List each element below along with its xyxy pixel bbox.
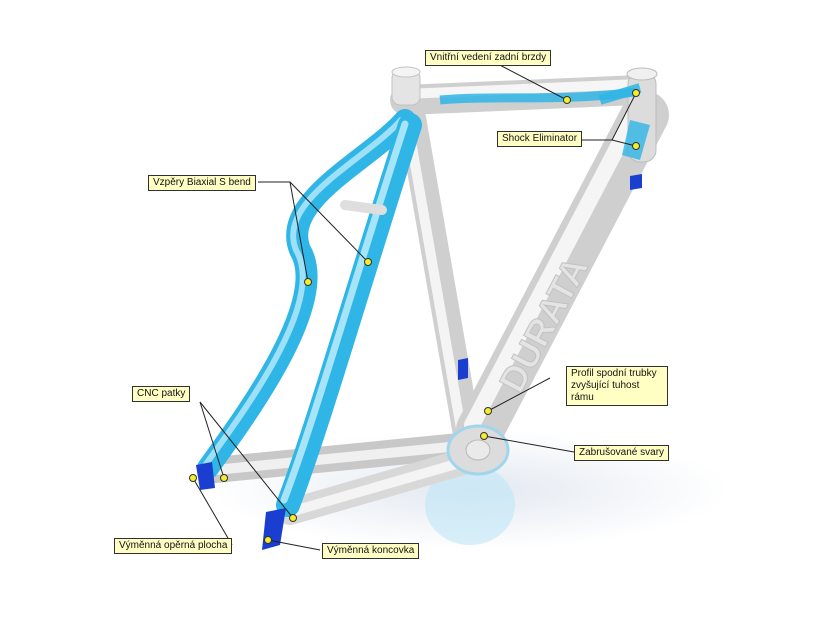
cable-stop-head [630,174,642,190]
seatstay-right [276,113,422,517]
callout-cnc-dropouts: CNC patky [132,386,191,402]
callout-downtube-profile: Profil spodní trubky zvyšující tuhost rá… [566,366,668,406]
callout-replaceable-dropout: Výměnná koncovka [322,543,420,559]
callout-shock-eliminator: Shock Eliminator [497,131,583,147]
shock-eliminator [622,120,650,160]
head-tube-top [626,67,658,81]
down-tube [456,91,669,454]
seatstay-bridge [340,200,387,215]
callout-rear-brake-routing: Vnitřní vedení zadní brzdy [425,50,552,66]
callout-downtube-profile-line2: zvyšující tuhost rámu [571,380,640,403]
floor-glow [425,465,515,545]
callout-replaceable-plate: Výměnná opěrná plocha [114,538,233,554]
cable-stop-seat [458,358,468,380]
dropout-left [196,462,215,490]
callout-seatstays: Vzpěry Biaxial S bend [148,175,256,191]
callout-downtube-profile-line1: Profil spodní trubky [571,368,657,379]
callout-smooth-welds: Zabrušované svary [574,445,670,461]
leader-lines [192,59,637,551]
markers [189,89,640,544]
